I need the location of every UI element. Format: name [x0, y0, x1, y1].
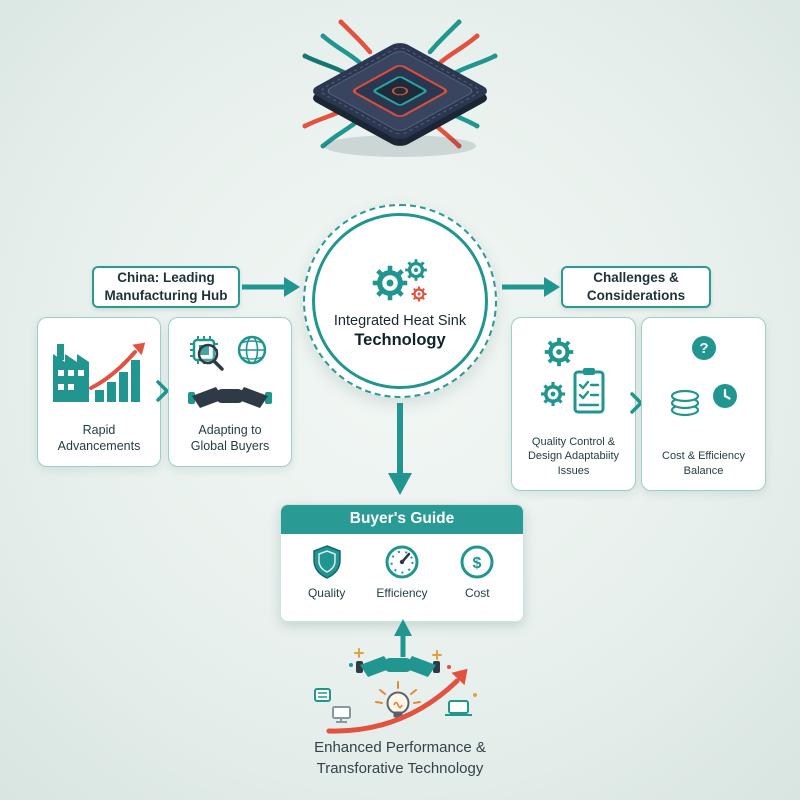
buyers-guide-header: Buyer's Guide [281, 505, 523, 534]
handshake-lightbulb-illustration [314, 648, 477, 734]
dollar-glyph: $ [473, 555, 482, 572]
coins-icon [670, 389, 699, 417]
growth-arrow-icon [326, 668, 468, 734]
guide-item-quality: Quality [291, 542, 363, 600]
sparkles [349, 648, 451, 669]
factory-icon [53, 344, 89, 402]
question-glyph: ? [699, 340, 708, 357]
card-quality-control-label: Quality Control & Design Adaptabiity Iss… [527, 436, 620, 477]
card-cost-efficiency: ? Cost & Efficiency Balance [641, 317, 766, 491]
center-title-line2: Technology [354, 330, 446, 349]
card-rapid-advancements-label: Rapid Advancements [57, 422, 141, 453]
clock-icon [712, 384, 737, 408]
guide-item-cost: $ Cost [441, 542, 513, 600]
circuit-doodles [314, 688, 477, 723]
question-coins-clock-icon: ? [670, 336, 737, 417]
cooling-flow-dots [302, 19, 498, 149]
bar-chart-icon [95, 360, 140, 402]
caption-text: Enhanced Performance & Transforative Tec… [314, 739, 486, 777]
gears-checklist-icon [533, 332, 604, 414]
handshake-icon [356, 656, 440, 677]
question-icon: ? [691, 336, 716, 360]
shield-icon [312, 545, 341, 579]
center-node: Integrated Heat Sink Technology [303, 204, 497, 398]
growth-arrow-icon [89, 342, 146, 390]
dollar-coin-icon: $ [460, 545, 494, 579]
magnifier-icon [197, 343, 224, 371]
guide-item-efficiency-label: Efficiency [376, 586, 428, 600]
chip-body [313, 43, 487, 139]
lightbulb-icon [375, 681, 421, 718]
arrow-center-to-right [502, 277, 560, 297]
left-branch-label: China: Leading Manufacturing Hub [92, 266, 240, 308]
card-adapting-global-buyers-label: Adapting to Global Buyers [190, 422, 270, 453]
card-quality-control: Quality Control & Design Adaptabiity Iss… [511, 317, 636, 491]
card-rapid-advancements: Rapid Advancements [37, 317, 161, 467]
buyers-guide-body: Quality Efficiency $ Cost [281, 534, 523, 604]
buyers-guide-card: Buyer's Guide Quality Efficiency [280, 504, 524, 622]
chevron-right-icon [156, 380, 169, 402]
gauge-icon [385, 545, 419, 579]
arrow-up-to-guide [394, 619, 412, 657]
globe-icon [237, 335, 267, 365]
handshake-icon [188, 387, 272, 408]
card-adapting-global-buyers: Adapting to Global Buyers [168, 317, 292, 467]
card-cost-efficiency-label: Cost & Efficiency Balance [662, 450, 745, 477]
center-node-inner: Integrated Heat Sink Technology [312, 213, 488, 389]
center-title-line1: Integrated Heat Sink [333, 312, 467, 329]
chip-globe-handshake-icon [188, 335, 272, 408]
guide-item-cost-label: Cost [464, 586, 490, 600]
clipboard-icon [573, 368, 604, 414]
guide-item-quality-label: Quality [307, 586, 346, 600]
arrow-left-to-center [242, 277, 300, 297]
gears-icon [358, 252, 433, 309]
factory-growth-chart-icon [53, 342, 146, 402]
cpu-chip-illustration [302, 19, 498, 157]
arrow-center-down [388, 403, 412, 495]
guide-item-efficiency: Efficiency [366, 542, 438, 600]
right-branch-label: Challenges & Considerations [561, 266, 711, 308]
